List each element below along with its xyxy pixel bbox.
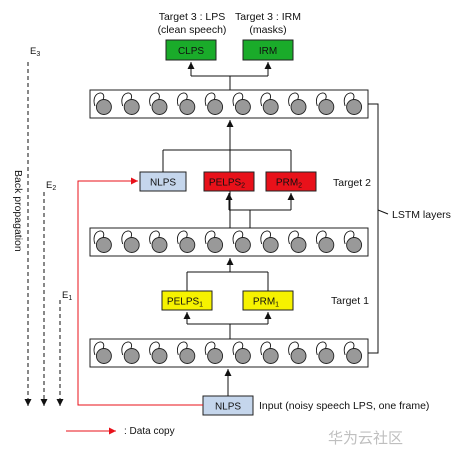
lstm-node (151, 99, 168, 115)
target3-irm-title: Target 3 : IRM (235, 11, 301, 23)
lstm-recurrent-loop (204, 341, 216, 356)
prm1-label: PRM1 (253, 297, 279, 309)
lstm-recurrent-loop (93, 230, 105, 245)
lstm-node (346, 348, 363, 364)
lstm-recurrent-loop (288, 341, 299, 356)
lstm-recurrent-loop (232, 341, 244, 356)
lstm-node (95, 237, 112, 253)
lstm-recurrent-loop (204, 92, 216, 107)
lstm-recurrent-loop (260, 92, 272, 107)
lstm-recurrent-loop (149, 230, 160, 245)
lstm-node (95, 348, 112, 364)
lstm-recurrent-loop (315, 92, 327, 107)
lstm-node (207, 99, 224, 115)
lstm-bracket (368, 103, 379, 354)
lstm-node (179, 237, 196, 253)
target1-label: Target 1 (331, 295, 369, 307)
lstm-recurrent-loop (288, 230, 299, 245)
lstm-node (234, 237, 251, 253)
lstm-node (234, 348, 251, 364)
lstm-recurrent-loop (315, 341, 327, 356)
lstm-node (179, 348, 196, 364)
prm2-label: PRM2 (276, 178, 302, 190)
lstm-recurrent-loop (343, 341, 355, 356)
pelps2-box (203, 171, 255, 192)
lstm-layers-label: LSTM layers (392, 209, 451, 221)
clps-label: CLPS (178, 46, 204, 57)
lstm-recurrent-loop (176, 341, 188, 356)
lstm-bracket-tick (377, 209, 389, 215)
lstm-node (318, 348, 335, 364)
target2-label: Target 2 (333, 177, 371, 189)
lstm-node (123, 237, 140, 253)
lstm-recurrent-loop (176, 230, 188, 245)
watermark-text: 华为云社区 (328, 429, 403, 447)
lstm-node (123, 348, 140, 364)
target3-irm-subtitle: (masks) (249, 24, 286, 36)
lstm-node (151, 237, 168, 253)
lstm-node (95, 99, 112, 115)
lstm-node (290, 348, 307, 364)
lstm-node (290, 99, 307, 115)
pelps1-label: PELPS1 (167, 297, 203, 309)
lstm-node (123, 99, 140, 115)
lstm-recurrent-loop (176, 92, 188, 107)
target3-lps-subtitle: (clean speech) (158, 24, 227, 36)
lstm-node (346, 99, 363, 115)
nlps-mid-label: NLPS (150, 178, 176, 189)
lstm-node (234, 99, 251, 115)
lstm-node (179, 99, 196, 115)
lstm-recurrent-loop (232, 92, 244, 107)
lstm-node (290, 237, 307, 253)
back-propagation-label: Back propagation (12, 170, 24, 252)
lstm-node (151, 348, 168, 364)
lstm-recurrent-loop (149, 92, 160, 107)
input-label: Input (noisy speech LPS, one frame) (259, 400, 429, 412)
lstm-node (207, 237, 224, 253)
lstm-node (207, 348, 224, 364)
lstm-recurrent-loop (121, 341, 133, 356)
e3-label: E3 (30, 46, 40, 58)
irm-box (242, 39, 294, 61)
lstm-recurrent-loop (232, 230, 244, 245)
lstm-recurrent-loop (260, 230, 272, 245)
lstm-recurrent-loop (149, 341, 160, 356)
e2-label: E2 (46, 180, 56, 192)
lstm-recurrent-loop (260, 341, 272, 356)
lstm-layer-2 (89, 227, 369, 257)
lstm-node (346, 237, 363, 253)
lstm-layer-1 (89, 338, 369, 368)
pelps2-label: PELPS2 (209, 178, 245, 190)
lstm-recurrent-loop (121, 92, 133, 107)
lstm-recurrent-loop (93, 92, 105, 107)
lstm-recurrent-loop (93, 341, 105, 356)
lstm-recurrent-loop (315, 230, 327, 245)
nlps-input-label: NLPS (215, 402, 241, 413)
lstm-recurrent-loop (204, 230, 216, 245)
lstm-node (318, 99, 335, 115)
lstm-recurrent-loop (343, 230, 355, 245)
irm-label: IRM (259, 46, 277, 57)
clps-box (165, 39, 217, 61)
legend-data-copy-label: : Data copy (124, 426, 175, 437)
lstm-layer-3 (89, 89, 369, 119)
target3-lps-title: Target 3 : LPS (159, 11, 226, 23)
lstm-recurrent-loop (121, 230, 133, 245)
e1-label: E1 (62, 290, 72, 302)
lstm-recurrent-loop (343, 92, 355, 107)
data-copy-arrow (77, 177, 203, 406)
lstm-node (262, 99, 279, 115)
lstm-node (262, 348, 279, 364)
lstm-node (262, 237, 279, 253)
lstm-node (318, 237, 335, 253)
lstm-recurrent-loop (288, 92, 299, 107)
